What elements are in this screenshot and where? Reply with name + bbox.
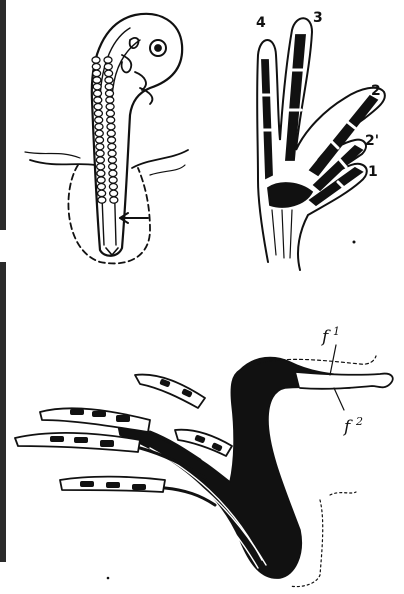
somite xyxy=(107,130,115,136)
membrane-left-2 xyxy=(25,152,80,158)
left-page-edge-lower xyxy=(0,262,6,562)
label-digit-4: 4 xyxy=(256,15,266,31)
somite xyxy=(109,170,117,176)
somite xyxy=(104,63,112,69)
somite xyxy=(110,190,118,196)
head-detail-1 xyxy=(130,38,139,48)
label-f1-sub: 1 xyxy=(333,325,340,338)
left-page-edge xyxy=(0,0,6,230)
skin-fold-2 xyxy=(330,492,356,495)
somite xyxy=(94,90,102,96)
somite xyxy=(106,90,114,96)
label-digit-1: 1 xyxy=(368,164,378,180)
carpals xyxy=(268,183,312,207)
label-digit-2prime: 2' xyxy=(365,133,379,149)
somite xyxy=(108,157,116,163)
label-digit-2: 2 xyxy=(371,83,381,99)
somite xyxy=(109,163,117,169)
somite xyxy=(96,137,104,143)
somite xyxy=(105,70,113,76)
somite xyxy=(109,177,117,183)
somite xyxy=(97,177,105,183)
f1-leader xyxy=(330,345,336,375)
somite xyxy=(105,77,113,83)
somite xyxy=(108,150,116,156)
somite xyxy=(96,150,104,156)
somite xyxy=(98,197,106,203)
somite xyxy=(95,117,103,123)
label-f2: f xyxy=(342,417,353,437)
somite xyxy=(98,190,106,196)
somite xyxy=(107,117,115,123)
somite xyxy=(97,163,105,169)
label-digit-3: 3 xyxy=(313,10,323,26)
leg-dark-shape xyxy=(118,357,350,578)
label-f2-sub: 2 xyxy=(355,415,363,428)
somite xyxy=(97,170,105,176)
somite xyxy=(105,83,113,89)
membrane-right-2 xyxy=(150,165,185,175)
body-outline xyxy=(92,14,182,256)
somite xyxy=(96,157,104,163)
pupil xyxy=(155,45,161,51)
somite xyxy=(92,63,100,69)
membrane-left xyxy=(30,160,95,165)
somite xyxy=(92,57,100,63)
somite xyxy=(94,110,102,116)
dot-2 xyxy=(107,577,110,580)
embryo-drawing xyxy=(25,14,188,264)
somite xyxy=(106,97,114,103)
somite xyxy=(106,110,114,116)
somite xyxy=(107,123,115,129)
somite xyxy=(95,123,103,129)
label-f1: f xyxy=(320,327,331,347)
somite xyxy=(110,197,118,203)
somite xyxy=(96,143,104,149)
somite xyxy=(108,137,116,143)
membrane-right xyxy=(132,150,188,168)
dot xyxy=(353,241,356,244)
somite xyxy=(97,183,105,189)
somite xyxy=(94,103,102,109)
f2-leader xyxy=(334,388,344,410)
somite xyxy=(106,103,114,109)
digit-4-bone xyxy=(262,60,272,178)
somite xyxy=(93,83,101,89)
somite xyxy=(94,97,102,103)
somite xyxy=(95,130,103,136)
somite xyxy=(109,183,117,189)
limb-drawing xyxy=(15,345,393,587)
forearm-lines xyxy=(272,210,292,258)
somite xyxy=(93,70,101,76)
somite xyxy=(104,57,112,63)
upper-bone-end xyxy=(296,372,393,389)
somite xyxy=(93,77,101,83)
somite xyxy=(108,143,116,149)
